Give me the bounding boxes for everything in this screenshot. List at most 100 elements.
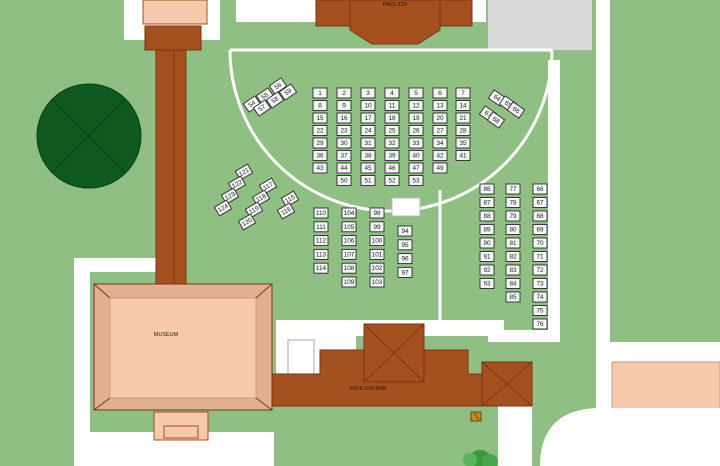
table-66[interactable]: 66 bbox=[532, 183, 548, 195]
table-51[interactable]: 51 bbox=[360, 175, 376, 186]
table-97[interactable]: 97 bbox=[397, 266, 413, 278]
table-122[interactable]: 122 bbox=[227, 175, 247, 193]
table-80[interactable]: 80 bbox=[505, 224, 521, 235]
table-45[interactable]: 45 bbox=[360, 162, 376, 174]
table-100[interactable]: 100 bbox=[369, 235, 385, 247]
table-14[interactable]: 14 bbox=[455, 100, 471, 111]
table-107[interactable]: 107 bbox=[341, 248, 357, 260]
table-34[interactable]: 34 bbox=[432, 137, 448, 149]
table-96[interactable]: 96 bbox=[397, 253, 413, 265]
table-44[interactable]: 44 bbox=[336, 162, 352, 174]
table-5[interactable]: 5 bbox=[408, 87, 424, 99]
table-40[interactable]: 40 bbox=[408, 150, 424, 161]
table-88[interactable]: 88 bbox=[479, 210, 495, 222]
table-82[interactable]: 82 bbox=[505, 251, 521, 262]
table-114[interactable]: 114 bbox=[313, 262, 329, 274]
table-16[interactable]: 16 bbox=[336, 112, 352, 124]
table-21[interactable]: 21 bbox=[455, 112, 471, 124]
table-112[interactable]: 112 bbox=[313, 235, 329, 247]
table-120[interactable]: 120 bbox=[237, 213, 257, 231]
table-69[interactable]: 69 bbox=[532, 224, 548, 235]
table-42[interactable]: 42 bbox=[432, 150, 448, 161]
table-85[interactable]: 85 bbox=[505, 291, 521, 303]
table-8[interactable]: 8 bbox=[312, 100, 328, 111]
table-90[interactable]: 90 bbox=[479, 237, 495, 249]
table-73[interactable]: 73 bbox=[532, 278, 548, 289]
table-33[interactable]: 33 bbox=[408, 137, 424, 149]
table-108[interactable]: 108 bbox=[341, 262, 357, 274]
table-38[interactable]: 38 bbox=[360, 150, 376, 161]
table-101[interactable]: 101 bbox=[369, 248, 385, 260]
table-32[interactable]: 32 bbox=[384, 137, 400, 149]
table-87[interactable]: 87 bbox=[479, 197, 495, 208]
table-84[interactable]: 84 bbox=[505, 278, 521, 289]
table-72[interactable]: 72 bbox=[532, 264, 548, 276]
table-50[interactable]: 50 bbox=[336, 175, 352, 186]
table-37[interactable]: 37 bbox=[336, 150, 352, 161]
table-29[interactable]: 29 bbox=[312, 137, 328, 149]
table-94[interactable]: 94 bbox=[397, 225, 413, 237]
table-116[interactable]: 116 bbox=[276, 202, 296, 220]
table-13[interactable]: 13 bbox=[432, 100, 448, 111]
table-58[interactable]: 58 bbox=[265, 91, 285, 109]
table-115[interactable]: 115 bbox=[280, 190, 300, 208]
table-1[interactable]: 1 bbox=[312, 87, 328, 99]
table-78[interactable]: 78 bbox=[505, 197, 521, 208]
table-74[interactable]: 74 bbox=[532, 291, 548, 303]
table-47[interactable]: 47 bbox=[408, 162, 424, 174]
table-117[interactable]: 117 bbox=[258, 177, 278, 195]
table-36[interactable]: 36 bbox=[312, 150, 328, 161]
table-6[interactable]: 6 bbox=[432, 87, 448, 99]
table-66[interactable]: 66 bbox=[506, 101, 526, 119]
table-46[interactable]: 46 bbox=[384, 162, 400, 174]
table-70[interactable]: 70 bbox=[532, 237, 548, 249]
table-103[interactable]: 103 bbox=[369, 276, 385, 288]
table-113[interactable]: 113 bbox=[313, 248, 329, 260]
table-91[interactable]: 91 bbox=[479, 251, 495, 262]
table-68[interactable]: 68 bbox=[532, 210, 548, 222]
table-30[interactable]: 30 bbox=[336, 137, 352, 149]
table-102[interactable]: 102 bbox=[369, 262, 385, 274]
table-68[interactable]: 68 bbox=[486, 111, 506, 129]
table-7[interactable]: 7 bbox=[455, 87, 471, 99]
table-25[interactable]: 25 bbox=[384, 125, 400, 136]
table-81[interactable]: 81 bbox=[505, 237, 521, 249]
table-56[interactable]: 56 bbox=[268, 77, 288, 95]
table-67[interactable]: 67 bbox=[532, 197, 548, 208]
table-124[interactable]: 124 bbox=[213, 199, 233, 217]
table-43[interactable]: 43 bbox=[312, 162, 328, 174]
table-20[interactable]: 20 bbox=[432, 112, 448, 124]
table-59[interactable]: 59 bbox=[278, 83, 298, 101]
table-71[interactable]: 71 bbox=[532, 251, 548, 262]
table-11[interactable]: 11 bbox=[384, 100, 400, 111]
table-26[interactable]: 26 bbox=[408, 125, 424, 136]
table-10[interactable]: 10 bbox=[360, 100, 376, 111]
table-3[interactable]: 3 bbox=[360, 87, 376, 99]
table-92[interactable]: 92 bbox=[479, 264, 495, 276]
table-22[interactable]: 22 bbox=[312, 125, 328, 136]
table-2[interactable]: 2 bbox=[336, 87, 352, 99]
table-15[interactable]: 15 bbox=[312, 112, 328, 124]
table-109[interactable]: 109 bbox=[341, 276, 357, 288]
table-111[interactable]: 111 bbox=[313, 221, 329, 233]
table-28[interactable]: 28 bbox=[455, 125, 471, 136]
table-99[interactable]: 99 bbox=[369, 221, 385, 233]
table-83[interactable]: 83 bbox=[505, 264, 521, 276]
table-119[interactable]: 119 bbox=[244, 201, 264, 219]
table-31[interactable]: 31 bbox=[360, 137, 376, 149]
table-123[interactable]: 123 bbox=[220, 187, 240, 205]
table-76[interactable]: 76 bbox=[532, 318, 548, 330]
table-52[interactable]: 52 bbox=[384, 175, 400, 186]
table-86[interactable]: 86 bbox=[479, 183, 495, 195]
table-77[interactable]: 77 bbox=[505, 183, 521, 195]
table-110[interactable]: 110 bbox=[313, 207, 329, 219]
table-79[interactable]: 79 bbox=[505, 210, 521, 222]
table-95[interactable]: 95 bbox=[397, 239, 413, 251]
table-19[interactable]: 19 bbox=[408, 112, 424, 124]
table-18[interactable]: 18 bbox=[384, 112, 400, 124]
table-104[interactable]: 104 bbox=[341, 207, 357, 219]
table-39[interactable]: 39 bbox=[384, 150, 400, 161]
table-24[interactable]: 24 bbox=[360, 125, 376, 136]
table-93[interactable]: 93 bbox=[479, 278, 495, 289]
table-75[interactable]: 75 bbox=[532, 305, 548, 316]
